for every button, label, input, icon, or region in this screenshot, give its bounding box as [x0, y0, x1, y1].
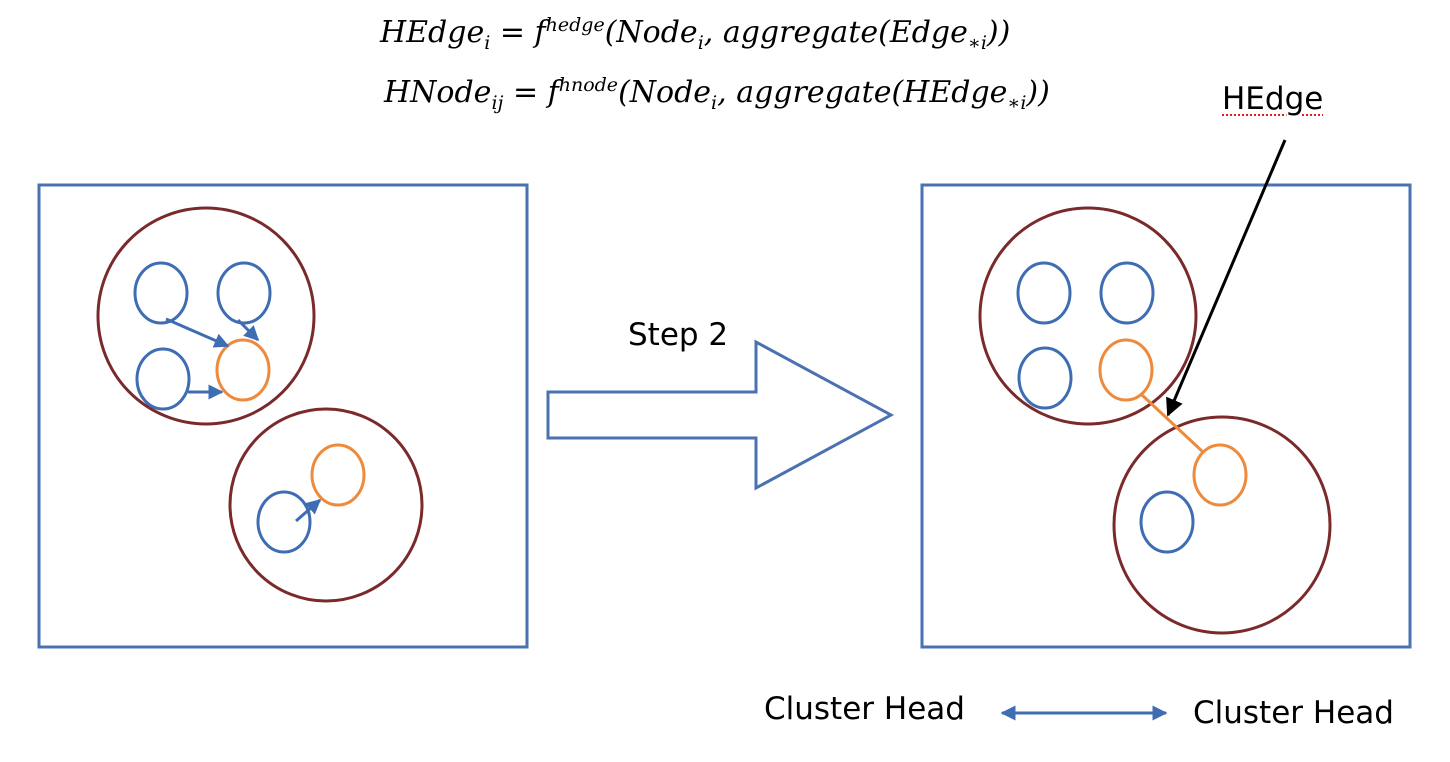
left-cluster-head-1 [215, 338, 271, 402]
right-node-d [1139, 490, 1195, 554]
right-node-b [1099, 261, 1155, 325]
edge-b-to-head [236, 318, 260, 342]
right-node-a [1016, 261, 1072, 325]
right-cluster-head-2 [1192, 443, 1248, 507]
legend-right-label: Cluster Head [1193, 695, 1394, 731]
left-node-a [133, 261, 189, 325]
hedge-callout-label: HEdge [1222, 81, 1324, 117]
left-node-d [256, 490, 312, 554]
left-cluster-head-2 [310, 443, 366, 507]
edge-d-to-head [295, 498, 322, 523]
hedge-callout-arrow [1166, 139, 1287, 417]
legend-left-label: Cluster Head [764, 691, 965, 727]
step-label: Step 2 [628, 317, 729, 353]
left-cluster-2 [228, 407, 424, 603]
hedge-link [1140, 393, 1205, 454]
left-node-b [216, 261, 272, 325]
right-graph-box [920, 183, 1412, 649]
edge-a-to-head [165, 317, 230, 348]
hedge-formula: HEdgei = fhedge(Nodei, aggregate(Edge∗i)… [380, 14, 1011, 54]
step-arrow [546, 339, 895, 491]
left-cluster-1 [96, 206, 316, 426]
left-graph-box [37, 183, 529, 649]
right-cluster-2 [1112, 415, 1332, 635]
right-node-c [1017, 346, 1073, 410]
hnode-formula: HNodeij = fhnode(Nodei, aggregate(HEdge∗… [384, 74, 1050, 114]
right-cluster-head-1 [1098, 338, 1154, 402]
right-cluster-1 [978, 206, 1198, 426]
left-node-c [135, 347, 191, 411]
